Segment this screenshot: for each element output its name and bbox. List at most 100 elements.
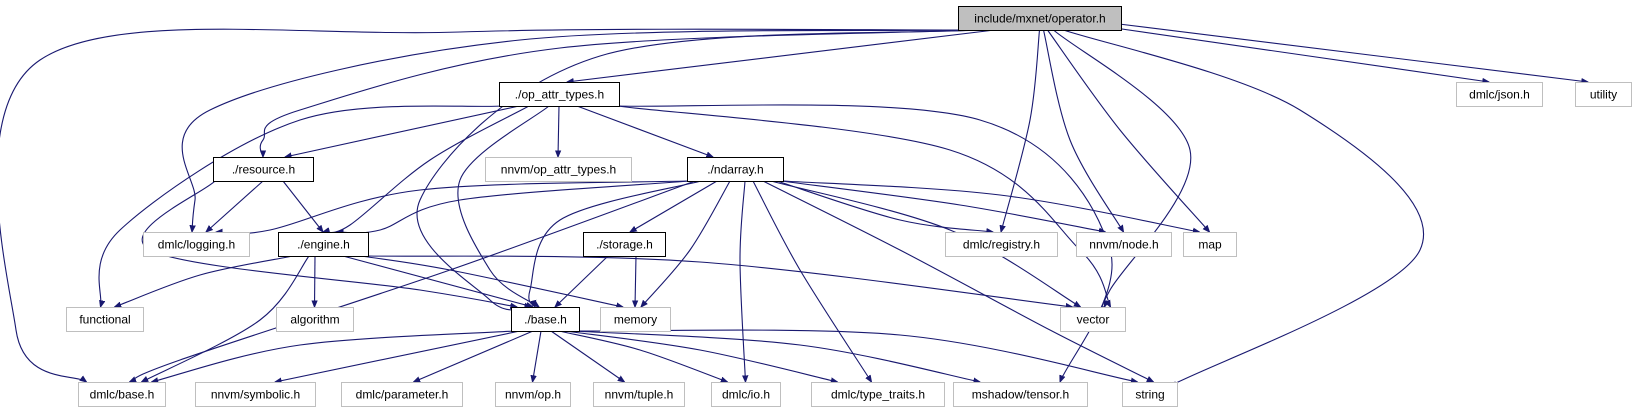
edge-engine-to-algorithm [315, 255, 316, 307]
edge-engine-to-vector [367, 255, 1073, 307]
node-root[interactable]: include/mxnet/operator.h [958, 6, 1122, 31]
node-label: string [1135, 388, 1164, 402]
edge-root-to-vector [1053, 29, 1192, 307]
node-box [953, 382, 1088, 407]
node-label: nnvm/tuple.h [605, 388, 674, 402]
edge-base-to-string [577, 329, 1138, 382]
edges-layer [0, 23, 1588, 396]
edge-root-to-map [1047, 29, 1210, 232]
node-box [1456, 82, 1543, 107]
node-storage[interactable]: ./storage.h [583, 232, 666, 257]
edge-ndarray-to-string [762, 180, 1154, 382]
node-dmlc-io: dmlc/io.h [711, 382, 781, 407]
node-memory: memory [600, 307, 671, 332]
edge-op-attr-types-to-vector [616, 105, 1111, 307]
node-box [583, 232, 666, 257]
node-box [66, 307, 144, 332]
node-label: ./base.h [524, 313, 567, 327]
node-base[interactable]: ./base.h [511, 307, 580, 332]
node-dmlc-registry: dmlc/registry.h [945, 232, 1058, 257]
node-resource[interactable]: ./resource.h [213, 157, 314, 182]
edge-root-to-op-attr-types [567, 29, 995, 82]
edge-op-attr-types-to-ndarray [576, 105, 713, 157]
node-label: ./storage.h [596, 238, 653, 252]
node-label: ./resource.h [232, 163, 295, 177]
edge-base-to-dmlc-io [558, 330, 728, 382]
node-label: nnvm/op.h [505, 388, 561, 402]
edge-storage-to-base [555, 255, 609, 307]
node-nnvm-tuple: nnvm/tuple.h [593, 382, 685, 407]
node-label: dmlc/base.h [90, 388, 155, 402]
node-box [945, 232, 1058, 257]
node-label: algorithm [290, 313, 339, 327]
edge-root-to-dmlc-registry [1001, 29, 1041, 232]
edge-resource-to-base [141, 180, 517, 307]
node-label: ./ndarray.h [707, 163, 763, 177]
node-box [341, 382, 463, 407]
node-box [78, 382, 166, 407]
node-label: nnvm/node.h [1089, 238, 1158, 252]
edge-root-to-dmlc-json [1114, 27, 1489, 82]
edge-engine-to-base [342, 255, 533, 307]
node-vector: vector [1060, 307, 1126, 332]
edge-ndarray-to-base [528, 180, 702, 307]
node-label: ./op_attr_types.h [515, 88, 604, 102]
node-box [485, 157, 632, 182]
edge-op-attr-types-to-functional [98, 105, 502, 307]
edge-ndarray-to-map [782, 180, 1200, 232]
edge-root-to-resource [260, 29, 978, 157]
edge-op-attr-types-to-mshadow-tensor [618, 104, 1113, 382]
edge-ndarray-to-dmlc-type-traits [752, 180, 872, 382]
node-functional: functional [66, 307, 144, 332]
edge-ndarray-to-engine [337, 180, 691, 233]
node-ndarray[interactable]: ./ndarray.h [687, 157, 784, 182]
edge-storage-to-memory [635, 255, 636, 307]
node-dmlc-logging: dmlc/logging.h [143, 232, 250, 257]
edge-base-to-dmlc-parameter [414, 330, 534, 382]
node-label: nnvm/symbolic.h [211, 388, 300, 402]
edge-op-attr-types-to-nnvm-op-attr-types [558, 105, 559, 157]
node-box [1076, 232, 1172, 257]
node-box [600, 307, 671, 332]
node-label: dmlc/logging.h [158, 238, 235, 252]
node-box [1122, 382, 1178, 407]
edge-op-attr-types-to-resource [285, 105, 520, 157]
node-box [511, 307, 580, 332]
edge-ndarray-to-nnvm-node [780, 180, 1106, 232]
node-box [1060, 307, 1126, 332]
edge-ndarray-to-vector [770, 180, 1081, 307]
node-nnvm-op: nnvm/op.h [495, 382, 571, 407]
node-label: dmlc/parameter.h [356, 388, 449, 402]
edge-resource-to-dmlc-logging [206, 180, 264, 232]
edge-ndarray-to-storage [630, 180, 718, 232]
node-label: nnvm/op_attr_types.h [501, 163, 616, 177]
node-label: dmlc/io.h [722, 388, 770, 402]
node-map: map [1183, 232, 1237, 257]
node-label: include/mxnet/operator.h [974, 12, 1105, 26]
edge-root-to-dmlc-base [0, 28, 968, 382]
node-box [278, 232, 369, 257]
node-nnvm-op-attr-types: nnvm/op_attr_types.h [485, 157, 632, 182]
edge-root-to-utility [1118, 23, 1588, 82]
node-box [593, 382, 685, 407]
node-label: utility [1590, 88, 1617, 102]
edge-base-to-nnvm-symbolic [275, 330, 521, 382]
edge-engine-to-memory [360, 255, 623, 307]
node-box [958, 6, 1122, 31]
node-box [1575, 82, 1632, 107]
node-label: ./engine.h [297, 238, 350, 252]
node-box [811, 382, 945, 407]
node-engine[interactable]: ./engine.h [278, 232, 369, 257]
node-box [143, 232, 250, 257]
node-box [1183, 232, 1237, 257]
node-op-attr-types[interactable]: ./op_attr_types.h [499, 82, 620, 107]
edge-engine-to-dmlc-base [142, 255, 310, 382]
node-dmlc-json: dmlc/json.h [1456, 82, 1543, 107]
edge-ndarray-to-dmlc-base [130, 180, 696, 382]
node-dmlc-base: dmlc/base.h [78, 382, 166, 407]
edge-base-to-mshadow-tensor [572, 330, 980, 382]
node-box [195, 382, 316, 407]
node-label: map [1198, 238, 1222, 252]
edge-base-to-nnvm-op [533, 330, 542, 382]
